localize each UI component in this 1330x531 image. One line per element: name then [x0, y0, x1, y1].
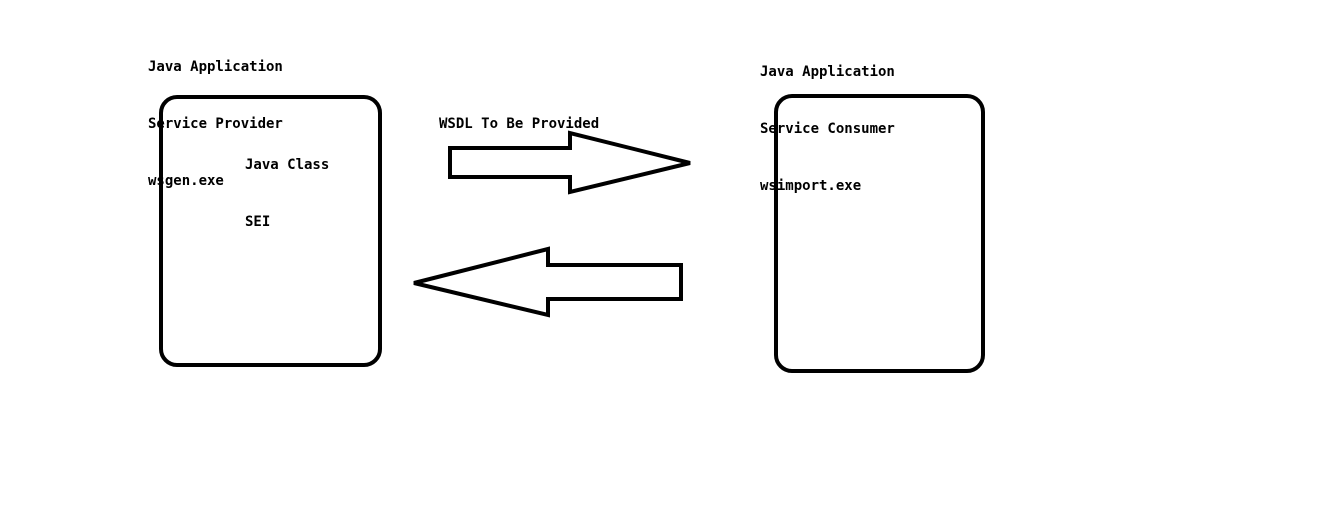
- consumer-box: [774, 94, 985, 373]
- consumer-label: Java Application Service Consumer wsimpo…: [760, 25, 895, 215]
- provider-tool-line: wsgen.exe: [148, 173, 224, 189]
- provider-inner-sei-line: SEI: [245, 214, 271, 230]
- provider-inner-label: Java Class SEI: [245, 118, 329, 251]
- consumer-role-line: Service Consumer: [760, 121, 895, 137]
- arrow-left: [413, 246, 683, 318]
- arrow-caption-text: WSDL To Be Provided: [439, 116, 600, 132]
- provider-inner-class-line: Java Class: [245, 157, 330, 173]
- provider-role-line: Service Provider: [148, 116, 283, 132]
- provider-label: Java Application Service Provider wsgen.…: [148, 20, 283, 210]
- provider-title-line: Java Application: [148, 59, 283, 75]
- arrow-right: [448, 130, 691, 195]
- arrow-caption: WSDL To Be Provided: [439, 77, 599, 153]
- consumer-title-line: Java Application: [760, 64, 895, 80]
- consumer-tool-line: wsimport.exe: [760, 178, 862, 194]
- provider-box: [159, 95, 382, 367]
